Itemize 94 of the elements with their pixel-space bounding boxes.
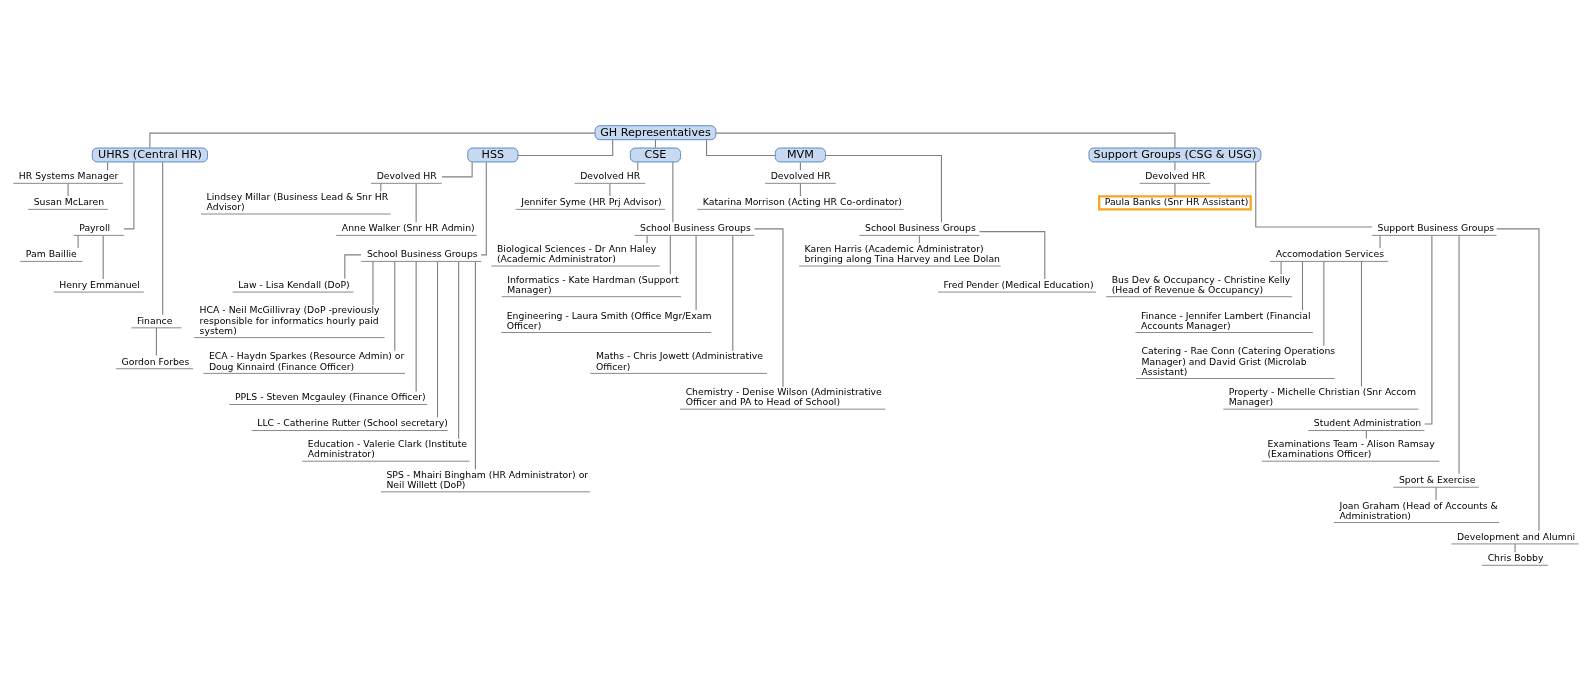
node-box: Paula Banks (Snr HR Assistant): [1098, 194, 1252, 210]
connector: [1496, 227, 1540, 531]
connector: [102, 234, 104, 279]
connector: [1280, 260, 1282, 275]
connector: [706, 138, 776, 156]
connector: [1424, 234, 1433, 425]
node-text: Bus Dev & Occupancy - Christine Kelly (Head of Revenue & Occupancy): [1111, 273, 1291, 295]
node-text: Education - Valerie Clark (Institute Administrator): [307, 437, 468, 459]
node-text: SPS - Mhairi Bingham (HR Administrator) or Neil Willett (DoP): [386, 468, 589, 490]
node-text: Katarina Morrison (Acting HR Co-ordinator): [702, 195, 902, 207]
node-text: Henry Emmanuel: [59, 278, 140, 290]
node-text: Joan Graham (Head of Accounts & Administration): [1339, 499, 1498, 521]
connector: [480, 161, 487, 255]
connector: [458, 260, 460, 439]
connector: [394, 260, 396, 351]
connector: [1514, 543, 1516, 553]
node-text: Catering - Rae Conn (Catering Operations Manager) and David Grist (Microlab Assistant): [1141, 344, 1336, 377]
node-text: ECA - Haydn Sparkes (Resource Admin) or Doug Kinnaird (Finance Officer): [208, 349, 405, 372]
node-text: Gordon Forbes: [121, 355, 190, 367]
connector: [1360, 260, 1363, 387]
connector: [1435, 486, 1437, 501]
node-text: Devolved HR: [1145, 169, 1206, 181]
node-text: HCA - Neil McGillivray (DoP -previously responsible for informatics hourly paid system): [199, 303, 380, 336]
node-text: Fred Pender (Medical Education): [943, 278, 1094, 290]
node-text: PPLS - Steven Mcgauley (Finance Officer): [234, 390, 426, 402]
connector: [517, 138, 614, 156]
connector: [978, 230, 1046, 279]
connector: [123, 161, 135, 229]
node-text: Karen Harris (Academic Administrator) bringing along Tina Harvey and Lee Dolan: [804, 242, 1000, 264]
node-text: Student Administration: [1313, 416, 1422, 428]
node-text: Maths - Chris Jowett (Administrative Officer): [595, 349, 763, 372]
node-text: Support Business Groups: [1377, 221, 1495, 233]
connector: [372, 260, 374, 305]
node-box: GH Representatives: [594, 124, 717, 140]
node-box: HSS: [467, 147, 519, 162]
connector: [715, 132, 1176, 148]
connector: [1301, 260, 1304, 311]
connector: [1174, 182, 1176, 197]
node-text: Chris Bobby: [1487, 551, 1544, 563]
node-text: LLC - Catherine Rutter (School secretary): [257, 416, 448, 428]
connector: [149, 132, 596, 148]
connector: [669, 234, 671, 275]
node-text: Devolved HR: [770, 169, 831, 181]
node-text: Jennifer Syme (HR Prj Advisor): [521, 195, 662, 207]
node-text: Devolved HR: [580, 169, 641, 181]
connector: [1458, 234, 1460, 474]
connector: [609, 182, 611, 197]
node-text: Finance - Jennifer Lambert (Financial Accounts Manager): [1141, 309, 1311, 331]
connector: [695, 234, 697, 311]
node-text: Biological Sciences - Dr Ann Haley (Academic Administrator): [496, 242, 657, 264]
node-box: MVM: [774, 147, 826, 162]
connector: [441, 161, 473, 177]
node-text: School Business Groups: [640, 221, 751, 233]
connector: [474, 260, 476, 470]
connector: [1323, 260, 1325, 346]
node-text: Accomodation Services: [1275, 247, 1384, 259]
node-text: Law - Lisa Kendall (DoP): [238, 278, 350, 290]
node-text: School Business Groups: [366, 247, 478, 259]
node-text: HR Systems Manager: [18, 169, 119, 181]
connector: [1379, 234, 1381, 249]
connector: [162, 161, 164, 315]
node-text: Chemistry - Denise Wilson (Administrative Officer and PA to Head of School): [685, 385, 882, 407]
connector: [1174, 161, 1176, 171]
node-text: Engineering - Laura Smith (Office Mgr/Exam Officer): [506, 309, 712, 331]
connector: [344, 253, 362, 279]
connector: [753, 227, 784, 387]
node-text: Examinations Team - Alison Ramsay (Examinations Officer): [1267, 437, 1435, 459]
connector: [672, 161, 674, 223]
connector: [799, 182, 801, 197]
connector: [415, 260, 417, 392]
node-text: Anne Walker (Snr HR Admin): [341, 221, 475, 233]
node-text: Pam Baillie: [25, 247, 77, 259]
node-text: School Business Groups: [865, 221, 976, 233]
node-text: Finance: [136, 314, 173, 326]
node-text: Informatics - Kate Hardman (Support Manager): [507, 273, 679, 295]
node-text: Development and Alumni: [1456, 530, 1576, 542]
connector: [67, 182, 69, 197]
node-box: Support Groups (CSG & USG): [1088, 147, 1262, 162]
node-text: Devolved HR: [376, 169, 437, 181]
connector: [77, 234, 79, 249]
node-text: Payroll: [79, 221, 111, 233]
node-text: Lindsey Millar (Business Lead & Snr HR Advisor): [206, 190, 389, 212]
connector: [1255, 161, 1373, 228]
connector: [732, 234, 734, 352]
node-box: UHRS (Central HR): [91, 147, 208, 162]
node-text: Property - Michelle Christian (Snr Accom Manager): [1228, 385, 1417, 407]
node-box: CSE: [629, 147, 681, 162]
node-text: Sport & Exercise: [1398, 473, 1476, 485]
node-text: Susan McLaren: [33, 195, 105, 207]
connector: [415, 182, 417, 223]
connector: [436, 260, 439, 418]
connector: [155, 327, 157, 356]
connector: [825, 154, 942, 223]
connector: [646, 234, 648, 244]
